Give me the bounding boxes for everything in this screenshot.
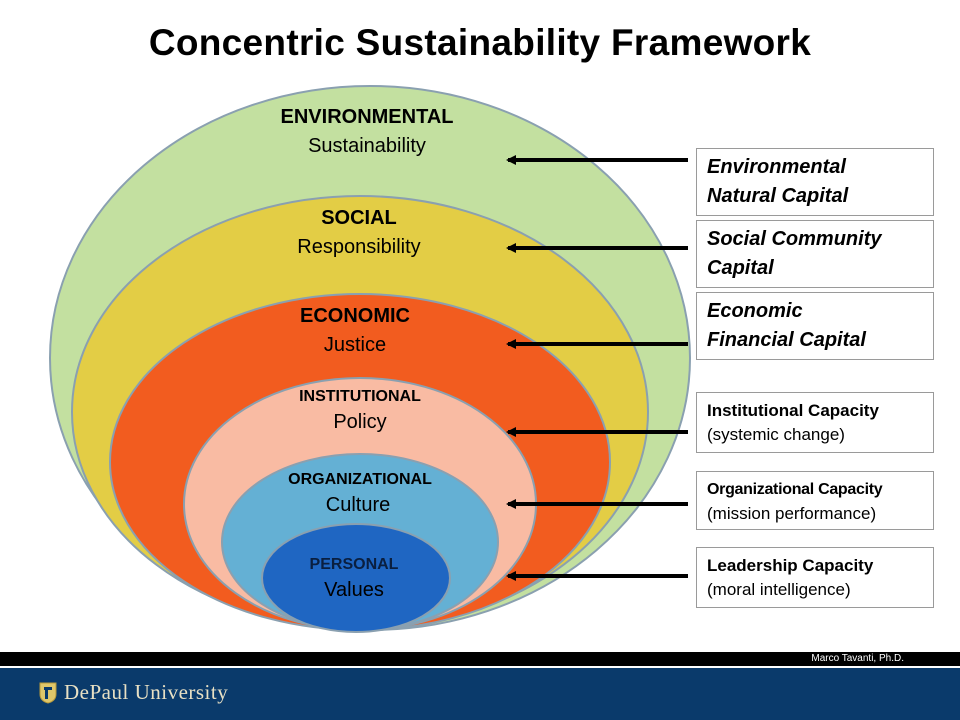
- footer-bar: [0, 652, 960, 666]
- box-institutional-line1: Institutional Capacity: [707, 401, 879, 420]
- ring-sub-organizational: Culture: [326, 494, 390, 516]
- ring-sub-personal: Values: [324, 579, 384, 601]
- university-crest-icon: [39, 682, 57, 704]
- ring-sub-social: Responsibility: [297, 236, 420, 258]
- box-institutional-line2: (systemic change): [707, 425, 845, 444]
- university-logo: DePaul University: [38, 680, 228, 705]
- ring-sub-economic: Justice: [324, 334, 386, 356]
- author-credit: Marco Tavanti, Ph.D.: [811, 653, 904, 664]
- slide-title: Concentric Sustainability Framework: [148, 22, 812, 63]
- box-economic-capital: Economic Financial Capital: [696, 292, 934, 360]
- ring-sub-environmental: Sustainability: [308, 135, 426, 157]
- ring-label-personal: PERSONAL: [310, 556, 399, 573]
- box-leadership-line2: (moral intelligence): [707, 580, 851, 599]
- ring-label-environmental: ENVIRONMENTAL: [281, 106, 454, 128]
- ring-sub-institutional: Policy: [333, 411, 386, 433]
- box-environmental-capital: Environmental Natural Capital: [696, 148, 934, 216]
- box-economic-line2: Financial Capital: [707, 329, 866, 351]
- box-social-line1: Social Community: [707, 228, 882, 250]
- ring-personal: [261, 523, 451, 633]
- box-organizational-line2: (mission performance): [707, 504, 877, 523]
- box-social-capital: Social Community Capital: [696, 220, 934, 288]
- ring-label-institutional: INSTITUTIONAL: [299, 388, 421, 405]
- box-leadership-line1: Leadership Capacity: [707, 556, 874, 575]
- university-banner: [0, 668, 960, 720]
- box-leadership-capacity: Leadership Capacity (moral intelligence): [696, 547, 934, 608]
- box-organizational-capacity: Organizational Capacity (mission perform…: [696, 471, 934, 530]
- box-environmental-line2: Natural Capital: [707, 185, 849, 207]
- ring-label-organizational: ORGANIZATIONAL: [288, 471, 432, 488]
- ring-label-economic: ECONOMIC: [300, 305, 410, 327]
- university-name: DePaul University: [64, 680, 229, 704]
- ring-label-social: SOCIAL: [321, 207, 397, 229]
- box-social-line2: Capital: [707, 257, 774, 279]
- box-institutional-capacity: Institutional Capacity (systemic change): [696, 392, 934, 453]
- box-organizational-line1: Organizational Capacity: [707, 481, 883, 498]
- concentric-diagram: ENVIRONMENTAL Sustainability SOCIAL Resp…: [49, 85, 691, 633]
- box-environmental-line1: Environmental: [707, 156, 846, 178]
- box-economic-line1: Economic: [707, 300, 803, 322]
